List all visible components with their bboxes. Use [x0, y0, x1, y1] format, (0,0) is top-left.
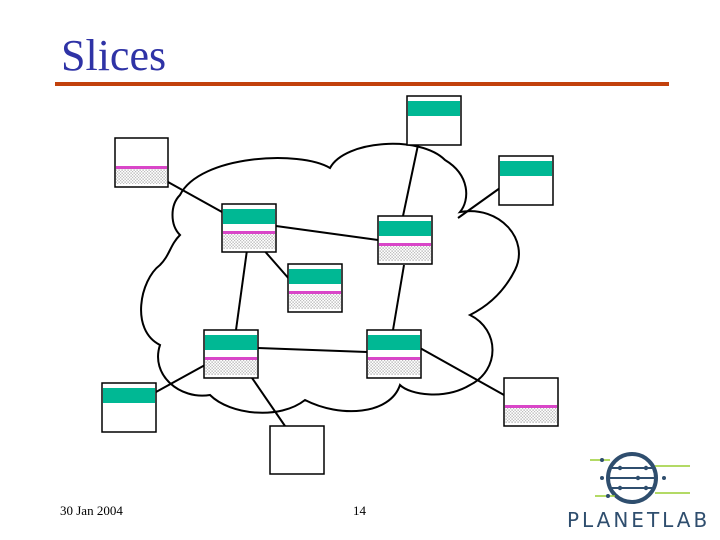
link — [249, 374, 286, 427]
slide-title: Slices — [61, 31, 167, 80]
slice-stripe — [205, 357, 257, 360]
node-header — [379, 221, 431, 236]
node-header — [205, 335, 257, 350]
node-with-slice — [503, 377, 559, 427]
node-with-slice — [287, 263, 343, 313]
planetlab-globe-icon — [590, 452, 690, 504]
node-with-slice — [377, 215, 433, 265]
node — [101, 382, 157, 433]
slice-hatch — [505, 408, 557, 423]
links — [155, 144, 505, 427]
slice-stripe — [379, 243, 431, 246]
node-header — [408, 101, 460, 116]
slice-stripe — [116, 166, 167, 169]
node-with-slice — [203, 329, 259, 379]
slice-stripe — [223, 231, 275, 234]
link — [235, 249, 248, 331]
link — [402, 144, 419, 217]
node-header — [103, 388, 155, 403]
link — [155, 364, 206, 393]
slice-stripe — [505, 405, 557, 408]
link — [457, 187, 501, 219]
node — [498, 155, 554, 206]
link — [275, 225, 379, 241]
page-number: 14 — [353, 503, 366, 518]
title-underline — [55, 82, 669, 86]
slice-hatch — [289, 294, 341, 309]
slice-hatch — [379, 246, 431, 261]
slice-stripe — [289, 291, 341, 294]
footer-date: 30 Jan 2004 — [60, 503, 123, 518]
network-cloud — [140, 142, 520, 414]
slice-hatch — [116, 169, 167, 184]
link — [392, 264, 405, 331]
nodes — [101, 95, 559, 475]
link — [261, 247, 291, 281]
node-with-slice — [221, 203, 277, 253]
node-header — [368, 335, 420, 350]
planetlab-logo: PLANETLAB — [560, 448, 715, 532]
node — [406, 95, 462, 146]
node-with-slice — [114, 137, 169, 188]
node-with-slice — [366, 329, 422, 379]
slice-hatch — [368, 360, 420, 375]
link — [419, 347, 505, 396]
link — [257, 347, 368, 353]
node-header — [223, 209, 275, 224]
slice-hatch — [223, 234, 275, 249]
slice-stripe — [368, 357, 420, 360]
slice-hatch — [205, 360, 257, 375]
node-header — [289, 269, 341, 284]
node-empty — [269, 425, 325, 475]
logo-text: PLANETLAB — [567, 508, 711, 532]
link — [167, 181, 223, 213]
node-header — [500, 161, 552, 176]
